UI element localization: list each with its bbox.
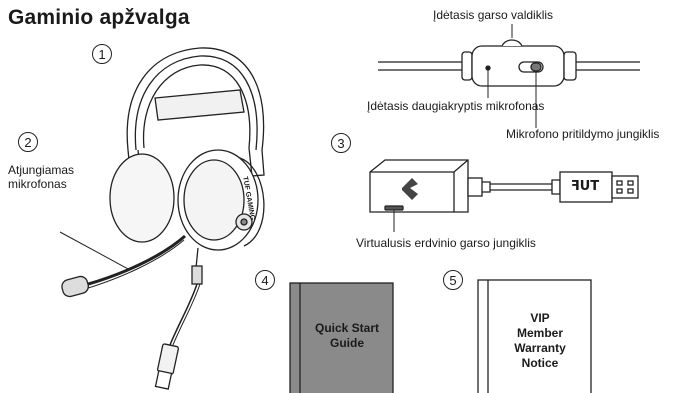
booklet-warranty [477,279,592,393]
surround-switch-label: Virtualusis erdvinio garso jungiklis [356,236,536,250]
tuf-logo: TUF [570,179,600,194]
quick-start-guide-text: Quick Start Guide [314,321,380,350]
mic-label: Įdėtasis daugiakryptis mikrofonas [367,99,545,113]
booklet-quick-start [289,282,394,393]
item-number-2: 2 [18,132,38,152]
mute-switch-label: Mikrofono pritildymo jungiklis [506,127,660,141]
item-number-4: 4 [255,270,275,290]
inline-controller-illustration [378,24,640,128]
warranty-notice-text: VIP Member Warranty Notice [514,311,566,370]
item-number-5: 5 [443,270,463,290]
page-title: Gaminio apžvalga [8,6,190,29]
usb-adapter-illustration [369,159,639,232]
item-number-3: 3 [331,133,351,153]
item-number-1: 1 [92,44,112,64]
volume-control-label: Įdėtasis garso valdiklis [433,8,554,22]
detachable-mic-label: Atjungiamas mikrofonas [8,163,75,191]
headset-illustration [61,47,265,390]
